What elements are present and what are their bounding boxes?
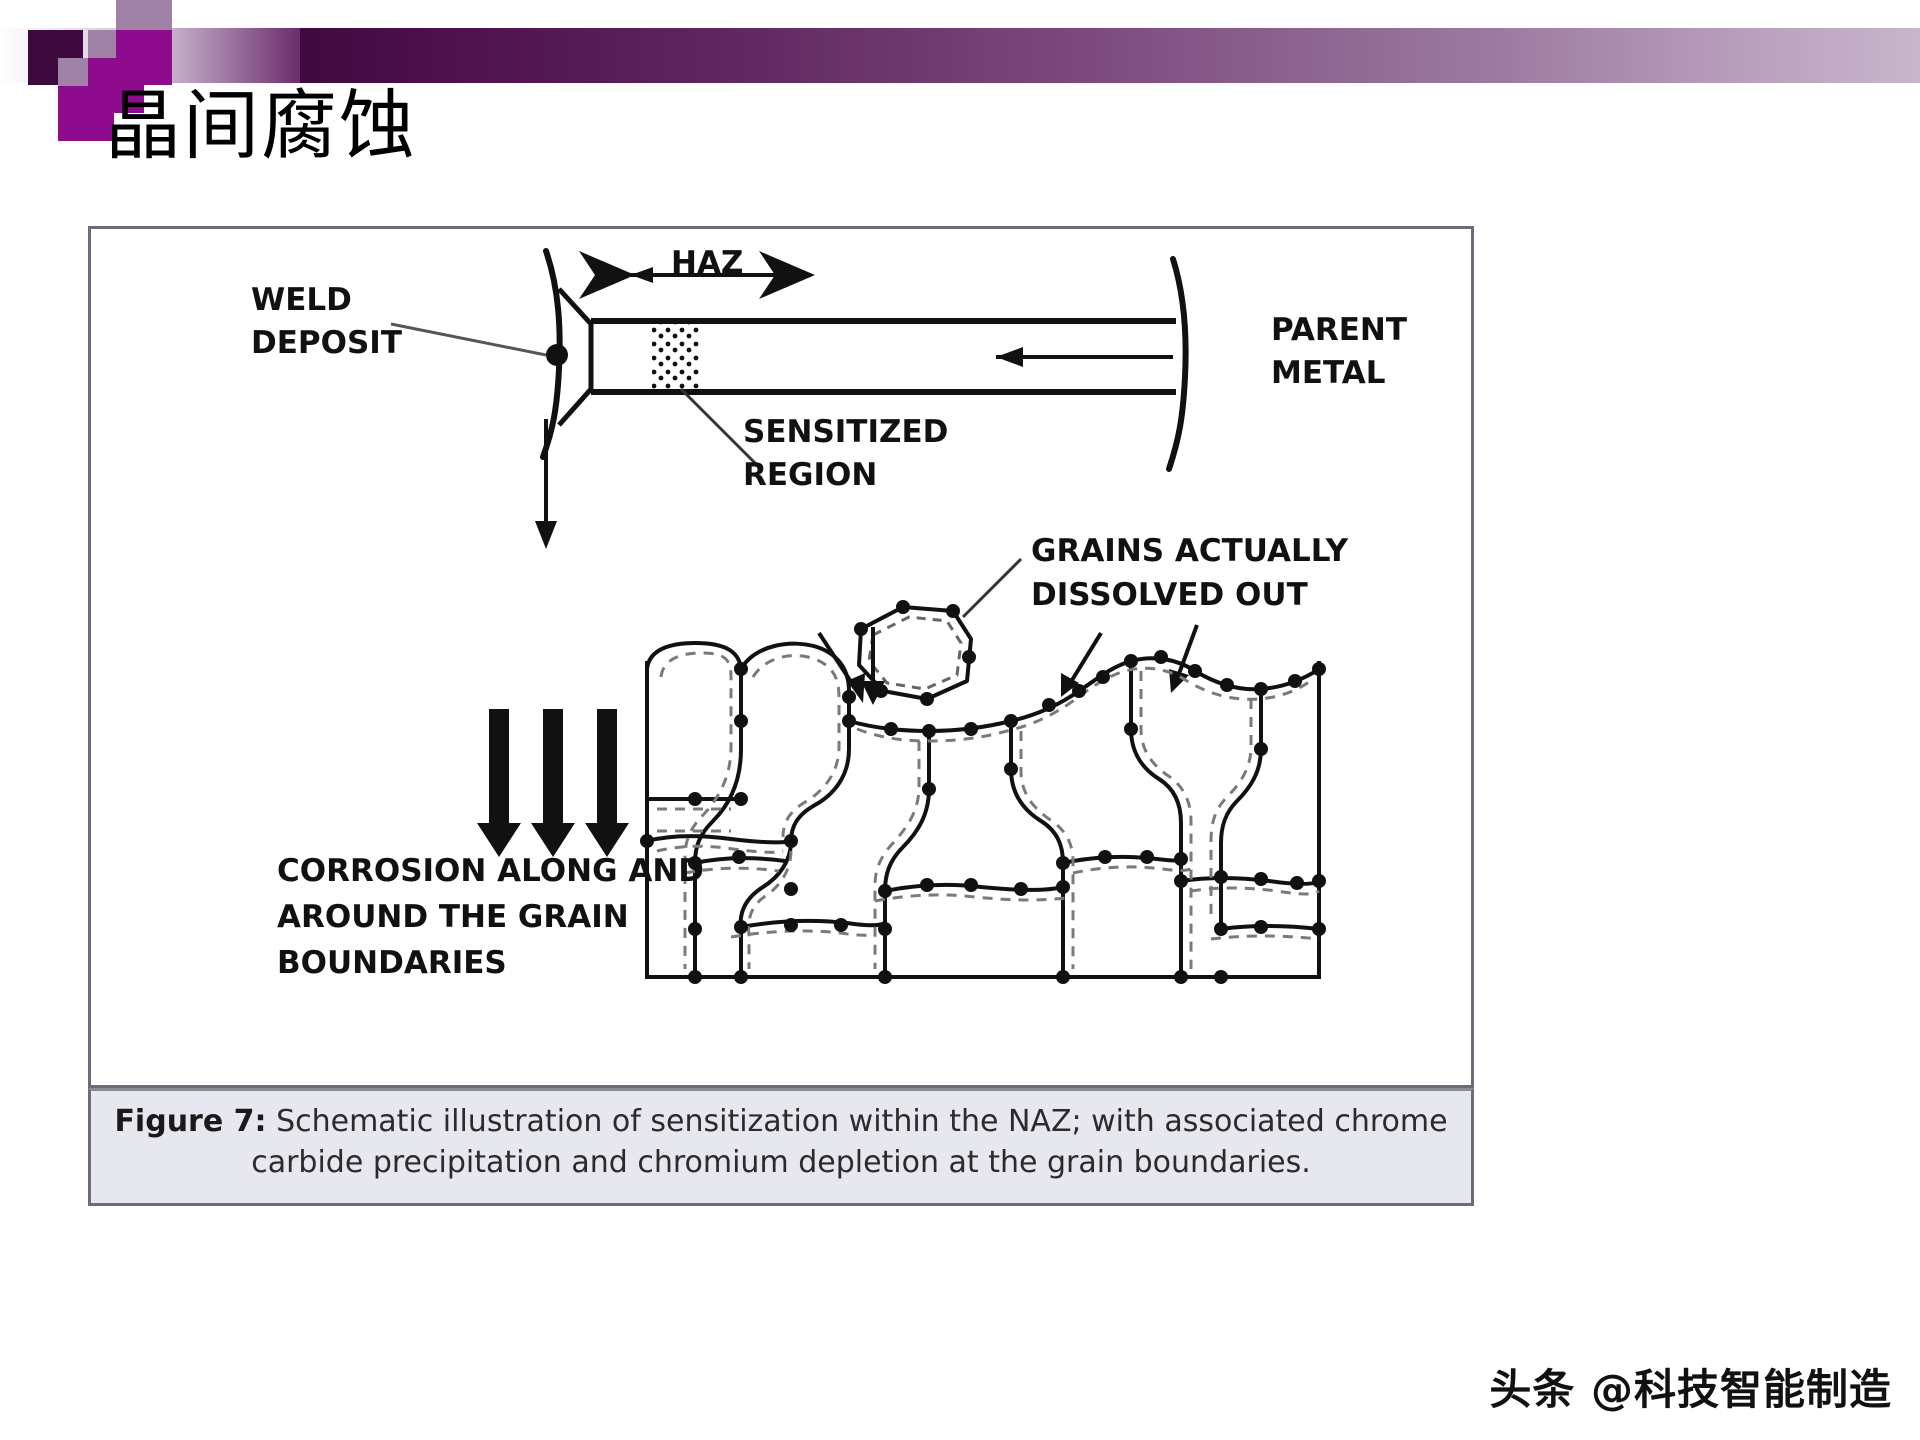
corrosion-line2: AROUND THE GRAIN [277,898,629,935]
sensitized-region-label: SENSITIZED REGION [743,411,948,497]
grains-line2: DISSOLVED OUT [1031,577,1308,614]
corrosion-line1: CORROSION ALONG AND [277,853,704,889]
header-gradient-band [0,28,1920,83]
caption-figure-label: Figure 7: [114,1104,267,1139]
corrosion-line3: BOUNDARIES [277,944,507,981]
figure-panel: WELD DEPOSIT HAZ PARENT METAL SENSITIZED… [88,226,1474,1088]
caption-line-1: Figure 7: Schematic illustration of sens… [91,1101,1471,1142]
haz-label: HAZ [671,245,744,281]
weld-deposit-line1: WELD [251,282,352,318]
sensitized-line1: SENSITIZED [743,414,949,450]
parent-metal-label: PARENT METAL [1271,309,1407,395]
grains-dissolved-label: GRAINS ACTUALLY DISSOLVED OUT [1031,529,1348,617]
parent-metal-line2: METAL [1271,354,1386,391]
parent-metal-line1: PARENT [1271,312,1408,348]
figure-caption: Figure 7: Schematic illustration of sens… [88,1088,1474,1206]
corrosion-boundaries-label: CORROSION ALONG AND AROUND THE GRAIN BOU… [277,849,704,987]
grains-line1: GRAINS ACTUALLY [1031,533,1349,569]
magenta-square-lower [58,86,114,141]
watermark: 头条 @科技智能制造 [1489,1365,1892,1414]
weld-deposit-line2: DEPOSIT [251,324,402,361]
caption-line-2: carbide precipitation and chromium deple… [251,1145,1311,1181]
header-decoration [0,0,1920,200]
page-title: 晶间腐蚀 [105,81,417,170]
sensitization-diagram [390,248,1326,984]
sensitized-line2: REGION [743,456,878,493]
weld-deposit-label: WELD DEPOSIT [251,279,402,365]
caption-text-1: Schematic illustration of sensitization … [276,1104,1448,1139]
mauve-square-top [116,0,172,30]
